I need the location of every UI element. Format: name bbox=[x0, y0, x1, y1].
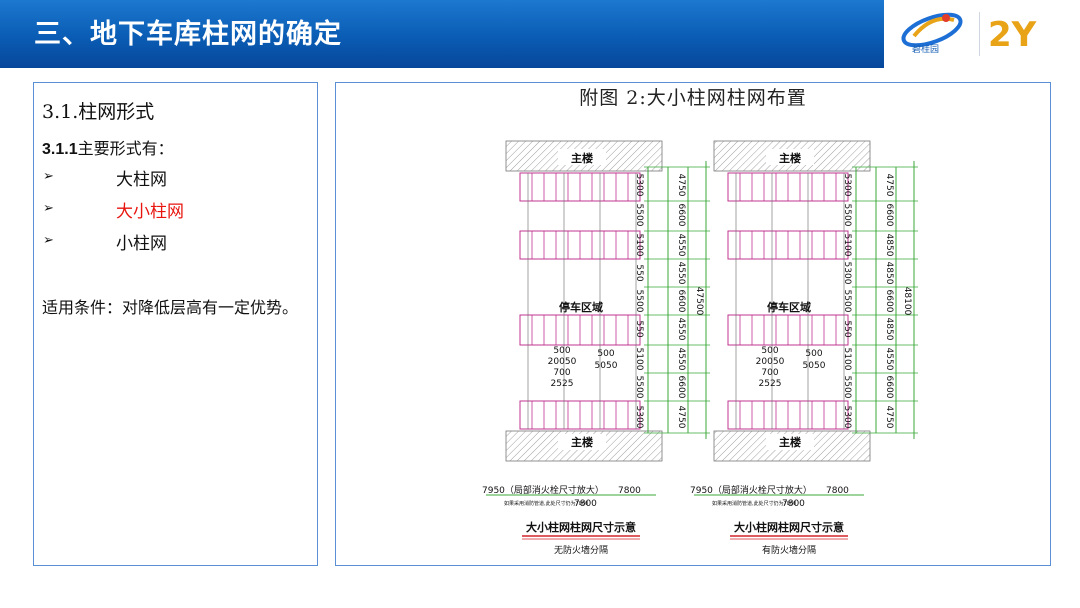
diagram-title: 大小柱网柱网尺寸示意 bbox=[734, 520, 844, 534]
dimension-note: 500 bbox=[597, 349, 614, 359]
total-dimension-label: 47500 bbox=[694, 287, 704, 316]
diagram-subtitle: 有防火墙分隔 bbox=[762, 544, 816, 556]
dimension-note: 700 bbox=[553, 368, 570, 378]
dimension-note: 20050 bbox=[548, 357, 577, 367]
dimension-note: 2525 bbox=[551, 379, 574, 389]
logo-brand-text: 碧桂园 bbox=[912, 43, 939, 55]
condition-text: 适用条件：对降低层高有一定优势。 bbox=[42, 298, 299, 317]
inner-dimension-label: 5500 bbox=[634, 376, 644, 399]
diagram-title: 大小柱网柱网尺寸示意 bbox=[526, 520, 636, 534]
parking-area-label: 停车区域 bbox=[767, 300, 811, 314]
left-text-panel: 3.1.柱网形式 3.1.1主要形式有： ➢ 大柱网 ➢ 大小柱网 ➢ 小柱网 … bbox=[33, 82, 318, 566]
inner-dimension-label: 5100 bbox=[842, 234, 852, 257]
list-item: 小柱网 bbox=[116, 234, 167, 254]
dimension-note: 2525 bbox=[759, 379, 782, 389]
label-bg bbox=[766, 149, 814, 165]
side-dimension-label: 4750 bbox=[884, 174, 894, 197]
inner-dimension-label: 5500 bbox=[842, 290, 852, 313]
side-dimension-label: 4750 bbox=[676, 174, 686, 197]
side-dimension-label: 4850 bbox=[884, 318, 894, 341]
logo-area: 碧桂园 2Y bbox=[884, 0, 1080, 68]
dimension-note: 500 bbox=[761, 346, 778, 356]
side-dimension-label: 6600 bbox=[676, 290, 686, 313]
side-dimension-label: 4850 bbox=[884, 262, 894, 285]
top-building-label: 主楼 bbox=[779, 151, 801, 165]
diagram-subtitle: 无防火墙分隔 bbox=[554, 544, 608, 556]
bullet-arrow-icon: ➢ bbox=[43, 201, 54, 216]
inner-dimension-label: 5100 bbox=[842, 348, 852, 371]
inner-dimension-label: 5300 bbox=[634, 406, 644, 429]
inner-dimension-label: 5300 bbox=[634, 174, 644, 197]
bullet-arrow-icon: ➢ bbox=[43, 169, 54, 184]
bottom-building-label: 主楼 bbox=[779, 435, 801, 449]
section-title: 3.1.柱网形式 bbox=[42, 101, 155, 123]
page-title: 三、地下车库柱网的确定 bbox=[34, 19, 342, 50]
dimension-note: 500 bbox=[805, 349, 822, 359]
dimension-note: 700 bbox=[761, 368, 778, 378]
inner-dimension-label: 5500 bbox=[634, 290, 644, 313]
side-dimension-label: 6600 bbox=[884, 290, 894, 313]
total-dimension-label: 48100 bbox=[902, 287, 912, 316]
side-dimension-label: 6600 bbox=[676, 376, 686, 399]
inner-dimension-label: 550 bbox=[634, 264, 644, 281]
dimension-note: 5050 bbox=[803, 361, 826, 371]
inner-dimension-label: 5100 bbox=[634, 234, 644, 257]
small-note: 如果采用消防管道,此处尺寸仍为7800 bbox=[504, 500, 588, 507]
list-item: 大小柱网 bbox=[116, 202, 184, 222]
inner-dimension-label: 5300 bbox=[842, 406, 852, 429]
label-bg bbox=[558, 149, 606, 165]
company-logo: 碧桂园 2Y bbox=[901, 12, 1037, 55]
small-note: 如果采用消防管道,此处尺寸仍为7800 bbox=[712, 500, 796, 507]
side-dimension-label: 4550 bbox=[884, 348, 894, 371]
inner-dimension-label: 5300 bbox=[842, 174, 852, 197]
dimension-note: 20050 bbox=[756, 357, 785, 367]
top-building-label: 主楼 bbox=[571, 151, 593, 165]
figure-caption: 附图 2:大小柱网柱网布置 bbox=[579, 87, 807, 109]
side-dimension-label: 6600 bbox=[884, 376, 894, 399]
subsection-heading: 3.1.1主要形式有： bbox=[42, 135, 174, 159]
side-dimension-label: 4850 bbox=[884, 234, 894, 257]
inner-dimension-label: 5500 bbox=[842, 376, 852, 399]
side-dimension-label: 4750 bbox=[676, 406, 686, 429]
side-dimension-label: 6600 bbox=[676, 204, 686, 227]
label-bg bbox=[558, 434, 606, 450]
bottom-dimension-text: 7950（局部消火栓尺寸放大） bbox=[482, 484, 604, 496]
bottom-dimension-mid: 7800 bbox=[782, 499, 805, 509]
subsection-number: 3.1.1 bbox=[42, 141, 78, 158]
column-grid-figure: 附图 2:大小柱网柱网布置主楼主楼53005500510055055005505… bbox=[482, 87, 918, 556]
dimension-note: 5050 bbox=[595, 361, 618, 371]
side-dimension-label: 4550 bbox=[676, 318, 686, 341]
inner-dimension-label: 5100 bbox=[634, 348, 644, 371]
list-item: 大柱网 bbox=[116, 170, 167, 190]
bottom-dimension-text: 7950（局部消火栓尺寸放大） bbox=[690, 484, 812, 496]
inner-dimension-label: 5300 bbox=[842, 262, 852, 285]
inner-dimension-label: 5500 bbox=[842, 204, 852, 227]
label-bg bbox=[766, 434, 814, 450]
bottom-dimension-right: 7800 bbox=[618, 486, 641, 496]
inner-dimension-label: 5500 bbox=[634, 204, 644, 227]
bottom-dimension-mid: 7800 bbox=[574, 499, 597, 509]
side-dimension-label: 4750 bbox=[884, 406, 894, 429]
inner-dimension-label: 550 bbox=[842, 320, 852, 337]
side-dimension-label: 4550 bbox=[676, 348, 686, 371]
inner-dimension-label: 550 bbox=[634, 320, 644, 337]
bottom-dimension-right: 7800 bbox=[826, 486, 849, 496]
side-dimension-label: 4550 bbox=[676, 262, 686, 285]
bullet-arrow-icon: ➢ bbox=[43, 233, 54, 248]
header-bar: 三、地下车库柱网的确定 碧桂园 2Y bbox=[0, 0, 1080, 68]
building-hatch bbox=[505, 140, 663, 172]
subsection-text: 主要形式有： bbox=[77, 139, 174, 158]
parking-area-label: 停车区域 bbox=[559, 300, 603, 314]
logo-divider bbox=[979, 12, 980, 56]
bottom-building-label: 主楼 bbox=[571, 435, 593, 449]
logo-number: 2Y bbox=[988, 15, 1037, 55]
dimension-note: 500 bbox=[553, 346, 570, 356]
side-dimension-label: 6600 bbox=[884, 204, 894, 227]
side-dimension-label: 4550 bbox=[676, 234, 686, 257]
